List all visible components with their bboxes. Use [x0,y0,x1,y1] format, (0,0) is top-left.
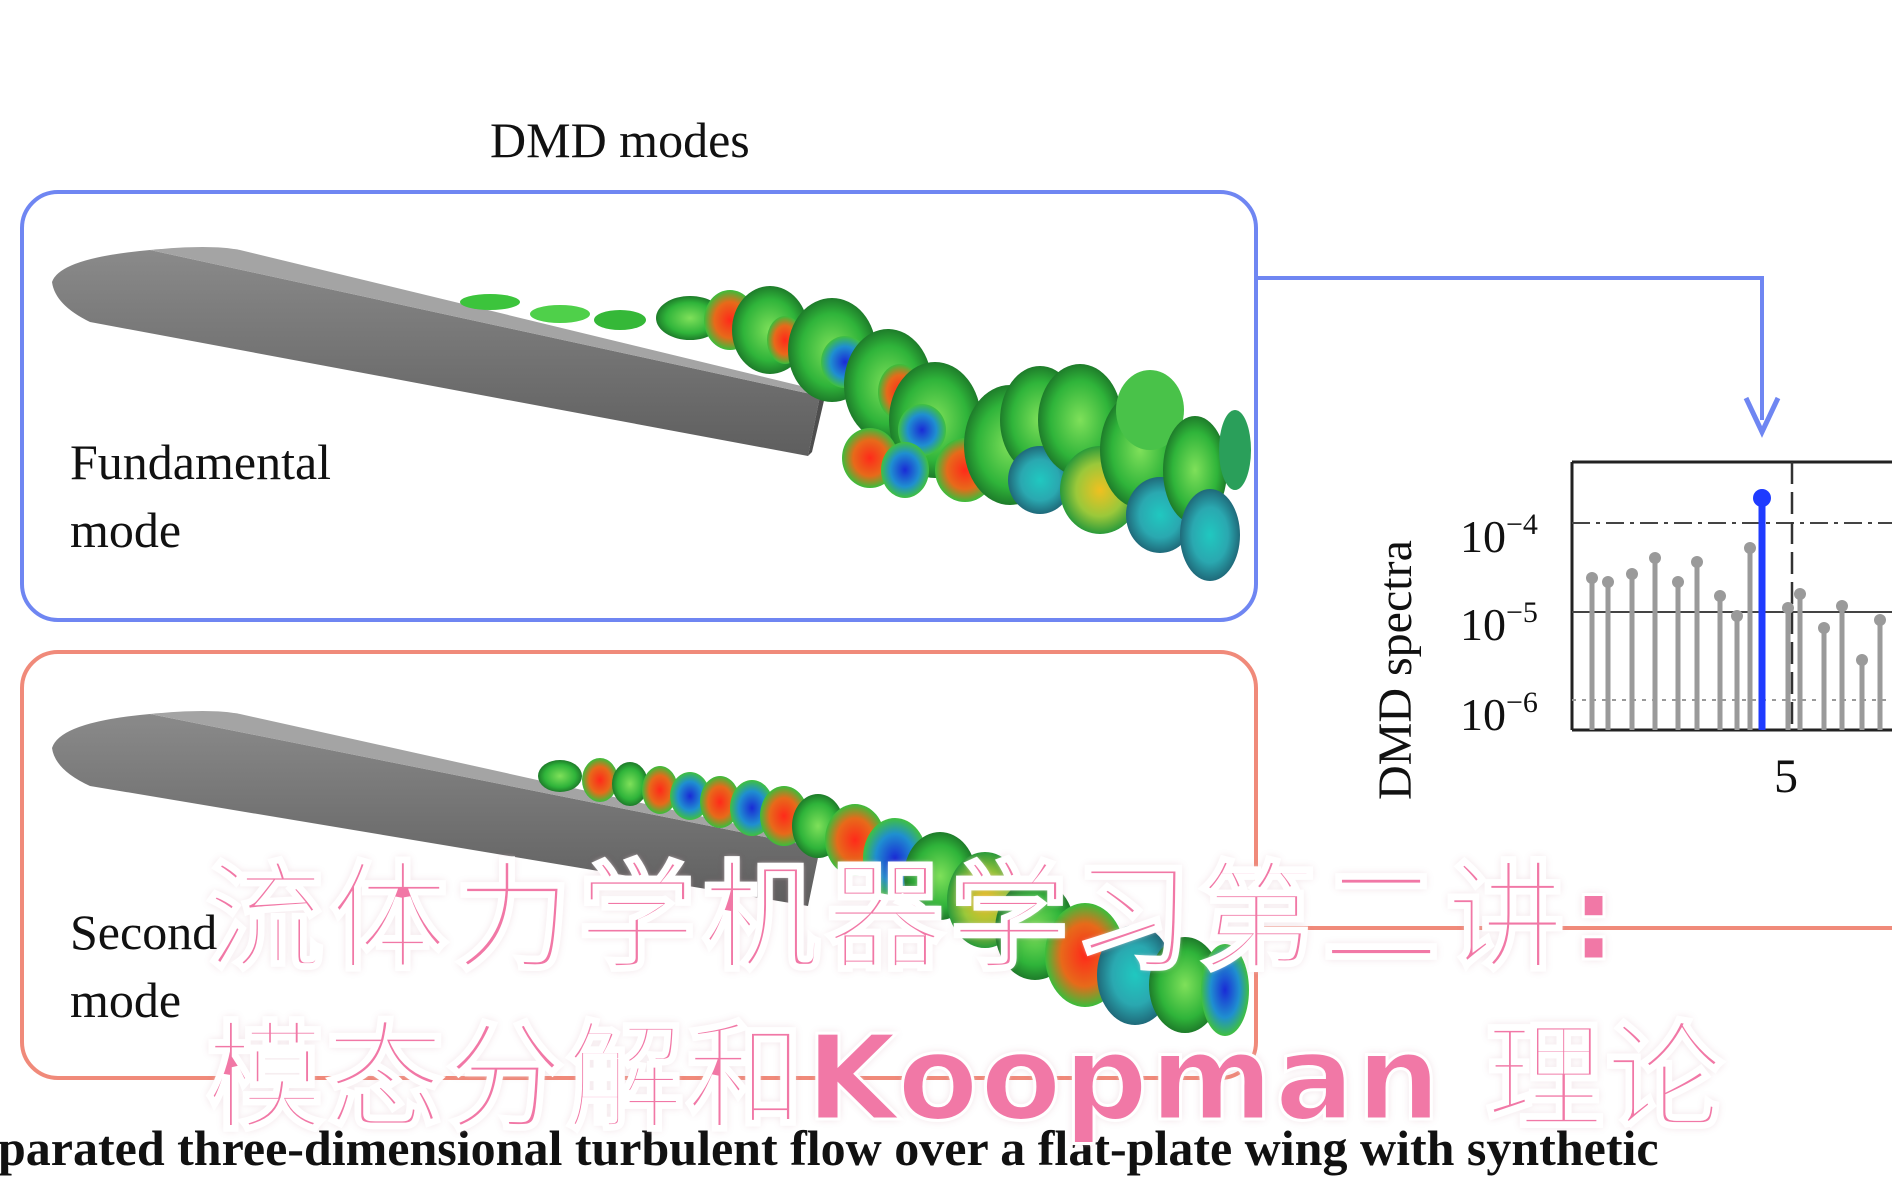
y-tick-label-1e-6: 10−6 [1460,686,1538,740]
y-tick-label-1e-5: 10−5 [1460,596,1538,650]
second-vortex-structures [538,758,1249,1036]
spectrum-stem-marker [1836,600,1848,612]
second-wing-graphic [52,711,826,906]
y-tick-label-1e-4: 10−4 [1460,508,1538,562]
spectrum-stem-marker [1874,614,1886,626]
spectrum-stem-marker [1602,576,1614,588]
spectrum-stem-marker [1586,572,1598,584]
spectrum-stems [1586,489,1886,730]
spectrum-stem-marker [1691,556,1703,568]
spectrum-stem-marker [1649,552,1661,564]
figure-caption: parated three-dimensional turbulent flow… [0,1120,1659,1176]
spectrum-y-axis-label: DMD spectra [1369,540,1422,800]
fundamental-mode-label: Fundamental mode [70,434,332,558]
spectrum-stem-marker [1744,542,1756,554]
figure-title: DMD modes [490,112,750,168]
spectrum-plot [1570,460,1892,732]
fundamental-vortex-structures [460,286,1251,581]
spectrum-stem-marker [1782,602,1794,614]
video-title-line-2: 模态分解和Koopman 理论 [205,1008,1726,1149]
fundamental-mode-marker [1753,489,1771,507]
spectrum-stem-marker [1626,568,1638,580]
spectrum-stem-marker [1818,622,1830,634]
spectrum-stem-marker [1856,654,1868,666]
fundamental-connector-arrow [1258,276,1781,438]
x-tick-label-5: 5 [1774,750,1798,803]
spectrum-stem-marker [1672,576,1684,588]
spectrum-stem-marker [1794,588,1806,600]
second-mode-panel [20,650,1258,1080]
fundamental-mode-panel [20,190,1258,622]
spectrum-stem-marker [1714,590,1726,602]
second-mode-label: Second mode [70,904,218,1028]
fundamental-wing-graphic [52,247,826,456]
video-title-line-1: 流体力学机器学习第二讲: [204,848,1624,989]
spectrum-stem-marker [1731,610,1743,622]
